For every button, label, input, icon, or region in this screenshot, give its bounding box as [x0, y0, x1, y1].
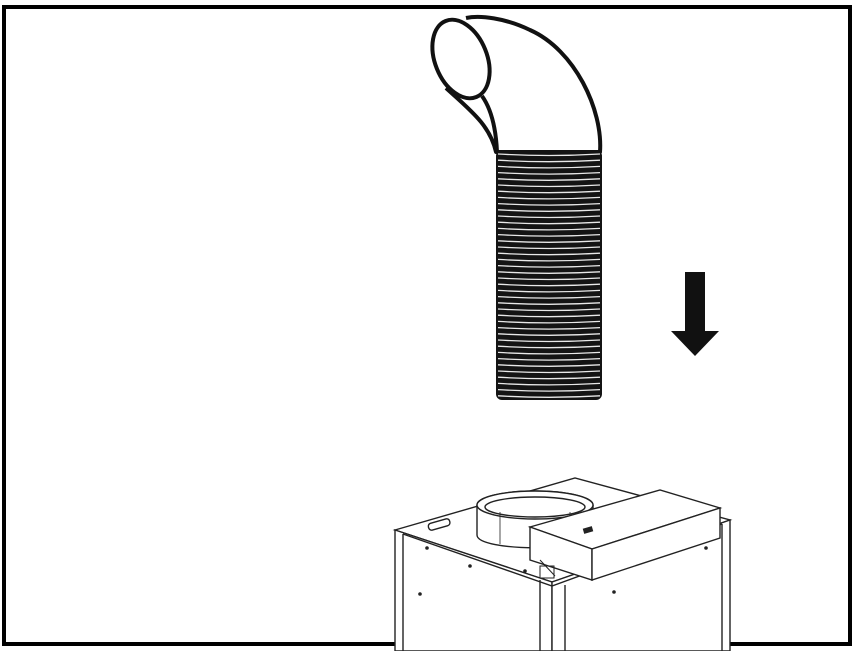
- hose-ring: [497, 184, 601, 188]
- hose-corrugated-section: [496, 150, 602, 400]
- hose-ring: [497, 252, 601, 256]
- hose-ring: [497, 289, 601, 293]
- hose-ring: [497, 308, 601, 312]
- appliance-top: [392, 477, 733, 651]
- hose-ring: [497, 171, 601, 175]
- hose-ring: [497, 264, 601, 268]
- hose-ring: [497, 233, 601, 237]
- hose-elbow: [430, 14, 603, 154]
- hose-ring: [497, 333, 601, 336]
- hose-ring: [497, 277, 601, 281]
- hose-ring: [497, 376, 601, 380]
- hose-ring: [497, 202, 601, 206]
- hose-ring: [497, 283, 601, 287]
- appliance-left-side: [394, 529, 553, 651]
- hose-ring: [497, 388, 601, 392]
- hose-ring: [497, 302, 601, 305]
- hose-ring: [497, 271, 601, 274]
- hose-ring: [497, 351, 601, 355]
- hose-ring: [497, 357, 601, 361]
- control-box: [527, 489, 723, 581]
- hose-opening: [430, 17, 492, 101]
- screws: [418, 546, 708, 596]
- exhaust-hose: [430, 14, 603, 400]
- hose-ring: [497, 221, 601, 225]
- hose-ring: [497, 196, 601, 200]
- hose-ring: [497, 209, 601, 212]
- hose-ring: [497, 190, 601, 194]
- hose-ring: [497, 364, 601, 367]
- hose-ring: [497, 370, 601, 374]
- hose-ring: [497, 227, 601, 231]
- hose-ring: [497, 246, 601, 250]
- hose-ring: [497, 345, 601, 349]
- indicator-mark: [582, 526, 594, 534]
- hose-ring: [497, 382, 601, 386]
- handle-slot: [427, 518, 451, 531]
- hose-ring: [497, 159, 601, 163]
- down-arrow-icon: [671, 272, 719, 356]
- hose-ring: [497, 153, 601, 157]
- hose-ring: [497, 240, 601, 243]
- hose-ring: [497, 295, 601, 299]
- hose-ring: [497, 178, 601, 181]
- hose-ring: [497, 314, 601, 318]
- hose-ring: [497, 165, 601, 169]
- hose-ring: [497, 326, 601, 330]
- hose-ring: [497, 320, 601, 324]
- hose-ring: [497, 258, 601, 262]
- hose-ring: [497, 395, 601, 398]
- hose-ring: [497, 339, 601, 343]
- hose-ring: [497, 215, 601, 219]
